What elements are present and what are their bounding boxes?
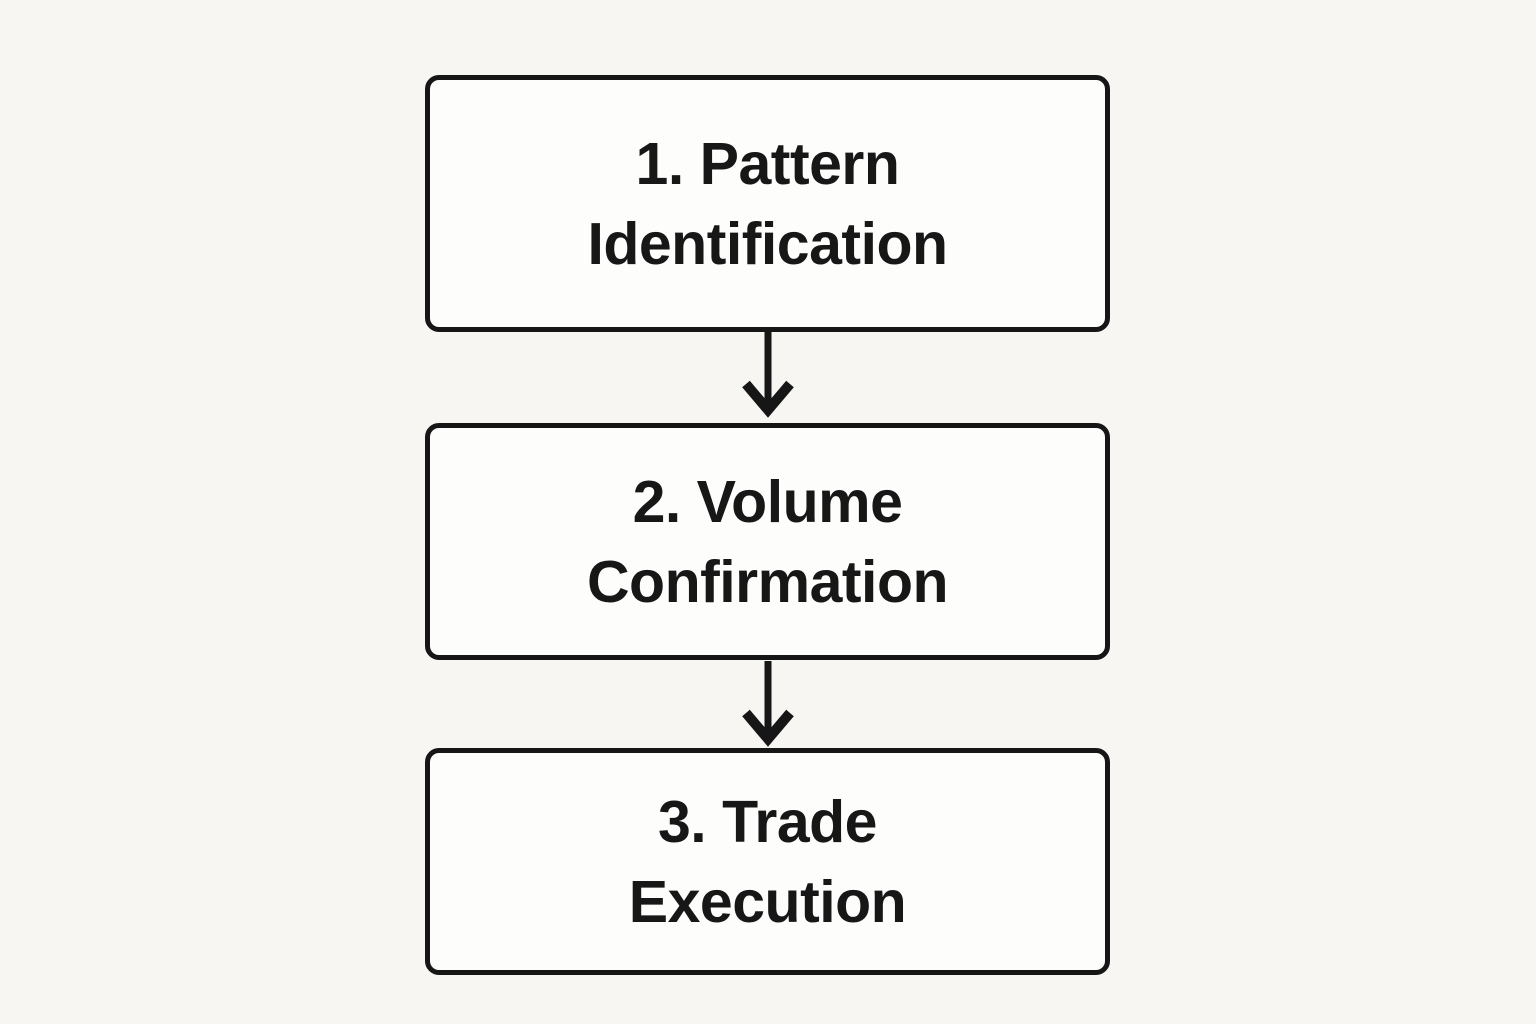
step-3-label: 3. Trade Execution — [628, 782, 907, 942]
step-2-label: 2. Volume Confirmation — [586, 462, 949, 622]
step-3-label-line-2: Execution — [628, 868, 907, 935]
step-2-label-line-1: 2. Volume — [632, 468, 903, 535]
step-2-label-line-2: Confirmation — [586, 548, 949, 615]
flowchart-step-2-volume-confirmation: 2. Volume Confirmation — [425, 423, 1110, 660]
step-1-label: 1. Pattern Identification — [587, 124, 948, 284]
flowchart-step-1-pattern-identification: 1. Pattern Identification — [425, 75, 1110, 332]
arrow-down-icon — [742, 661, 794, 747]
flowchart-step-3-trade-execution: 3. Trade Execution — [425, 748, 1110, 975]
step-1-label-line-2: Identification — [587, 210, 948, 277]
step-1-label-line-1: 1. Pattern — [635, 130, 900, 197]
step-3-label-line-1: 3. Trade — [657, 788, 878, 855]
arrow-down-icon — [742, 332, 794, 418]
